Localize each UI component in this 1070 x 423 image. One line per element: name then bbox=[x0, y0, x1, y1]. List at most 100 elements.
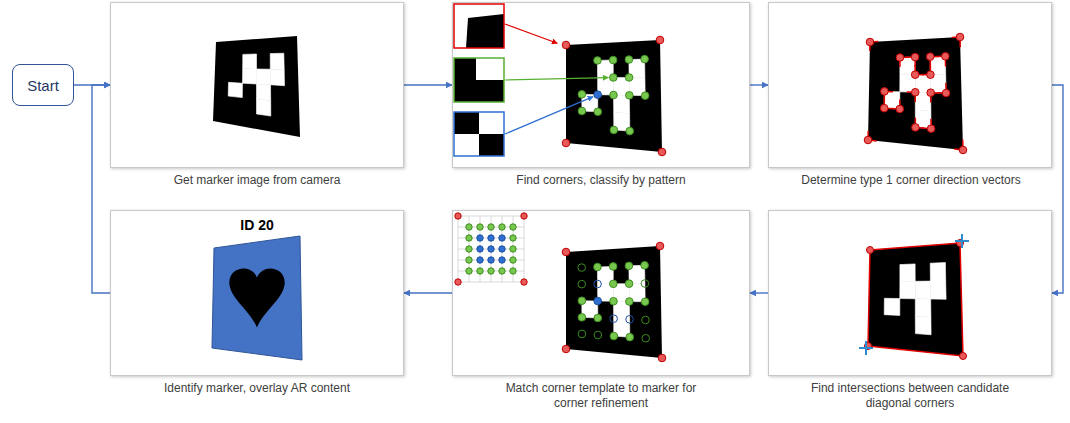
red-corner-dot bbox=[658, 148, 666, 156]
red-corner-dot bbox=[942, 89, 950, 97]
blue-corner-dot bbox=[594, 297, 602, 305]
blue-corner-dot bbox=[488, 257, 494, 263]
blue-corner-dot bbox=[594, 91, 602, 99]
green-corner-dot bbox=[578, 280, 586, 288]
green-corner-dot bbox=[499, 224, 505, 230]
marker-cell bbox=[243, 54, 257, 69]
green-corner-dot bbox=[578, 297, 586, 305]
marker-id-label: ID 20 bbox=[197, 217, 317, 233]
green-corner-dot bbox=[499, 268, 505, 274]
red-corner-dot bbox=[896, 105, 904, 113]
marker-body bbox=[868, 37, 963, 150]
red-corner-dot bbox=[911, 53, 919, 61]
green-corner-dot bbox=[642, 316, 650, 324]
marker-cell bbox=[930, 281, 946, 299]
red-corner-dot bbox=[658, 354, 666, 362]
red-corner-dot bbox=[926, 53, 934, 61]
red-corner-dot bbox=[864, 136, 872, 144]
illustration-part bbox=[454, 112, 504, 156]
blue-corner-dot bbox=[488, 246, 494, 252]
red-corner-dot bbox=[927, 89, 935, 97]
red-corner-dot bbox=[927, 71, 935, 79]
intersection-cross bbox=[859, 341, 873, 355]
green-corner-dot bbox=[626, 333, 634, 341]
blue-corner-dot bbox=[499, 257, 505, 263]
edge-outline bbox=[868, 243, 963, 356]
illustration-part bbox=[476, 58, 504, 80]
green-corner-dot bbox=[610, 91, 618, 99]
flow-arrow bbox=[92, 85, 110, 293]
step-panel: Get marker image from camera bbox=[110, 2, 404, 168]
green-corner-dot bbox=[466, 246, 472, 252]
pattern-insets bbox=[454, 4, 608, 156]
flow-arrow bbox=[750, 292, 768, 293]
intersection-cross bbox=[955, 234, 969, 248]
red-corner-dot bbox=[896, 54, 904, 62]
marker-cell bbox=[930, 263, 946, 282]
green-corner-dot bbox=[477, 268, 483, 274]
green-corner-dot bbox=[626, 92, 634, 100]
illustration-part bbox=[524, 216, 525, 282]
blue-corner-dot bbox=[499, 246, 505, 252]
red-corner-dot bbox=[562, 248, 570, 256]
flow-arrow bbox=[1052, 85, 1063, 293]
marker-cell bbox=[884, 298, 900, 315]
red-corner-dot bbox=[656, 36, 664, 44]
red-corner-dot bbox=[927, 125, 935, 133]
inset-pointer bbox=[505, 97, 593, 134]
marker-body bbox=[868, 243, 963, 356]
green-corner-dot bbox=[641, 261, 649, 269]
inset-pointer bbox=[505, 24, 557, 43]
green-corner-dot bbox=[609, 263, 617, 271]
green-corner-dot bbox=[594, 108, 602, 116]
green-corner-dot bbox=[641, 280, 649, 288]
red-corner-dot bbox=[960, 353, 967, 360]
green-corner-dot bbox=[466, 235, 472, 241]
green-corner-dot bbox=[641, 92, 649, 100]
blue-corner-dot bbox=[477, 235, 483, 241]
green-corner-dot bbox=[641, 55, 649, 63]
red-corner-dot bbox=[959, 146, 967, 154]
red-corner-dot bbox=[867, 247, 874, 254]
classified-marker bbox=[562, 36, 666, 156]
green-corner-dot bbox=[625, 262, 633, 270]
green-corner-dot bbox=[594, 331, 602, 339]
intersection-marker bbox=[859, 234, 969, 360]
marker-cell bbox=[243, 69, 257, 84]
red-corner-dot bbox=[656, 242, 664, 250]
green-corner-dot bbox=[488, 268, 494, 274]
red-corner-dot bbox=[562, 139, 570, 147]
red-corner-dot bbox=[521, 213, 527, 219]
step-panel: Find intersections between candidate dia… bbox=[768, 210, 1052, 376]
marker-cell bbox=[915, 299, 931, 317]
illustration-part bbox=[458, 282, 524, 283]
green-corner-dot bbox=[594, 263, 602, 271]
red-corner-dot bbox=[942, 52, 950, 60]
blue-corner-dot bbox=[626, 316, 634, 324]
marker-cell bbox=[915, 281, 931, 299]
camera-marker bbox=[213, 36, 300, 137]
red-corner-dot bbox=[912, 124, 920, 132]
illustration-part bbox=[454, 4, 504, 48]
blue-corner-dot bbox=[594, 280, 602, 288]
green-corner-dot bbox=[510, 257, 516, 263]
green-corner-dot bbox=[466, 268, 472, 274]
direction-marker bbox=[864, 33, 967, 154]
green-corner-dot bbox=[610, 280, 618, 288]
step-panel: Match corner template to marker for corn… bbox=[452, 210, 750, 376]
red-corner-dot bbox=[881, 88, 889, 96]
green-corner-dot bbox=[578, 91, 586, 99]
step-panel: Identify marker, overlay AR contentID 20 bbox=[110, 210, 404, 376]
green-corner-dot bbox=[510, 268, 516, 274]
green-corner-dot bbox=[594, 314, 602, 322]
step-caption: Determine type 1 corner direction vector… bbox=[769, 173, 1053, 188]
marker-cell bbox=[257, 84, 271, 100]
overlay-plane bbox=[212, 236, 302, 360]
red-corner-dot bbox=[562, 345, 570, 353]
green-corner-dot bbox=[578, 330, 586, 338]
illustration-part bbox=[454, 58, 504, 102]
green-corner-dot bbox=[578, 107, 586, 115]
red-corner-dot bbox=[911, 88, 919, 96]
